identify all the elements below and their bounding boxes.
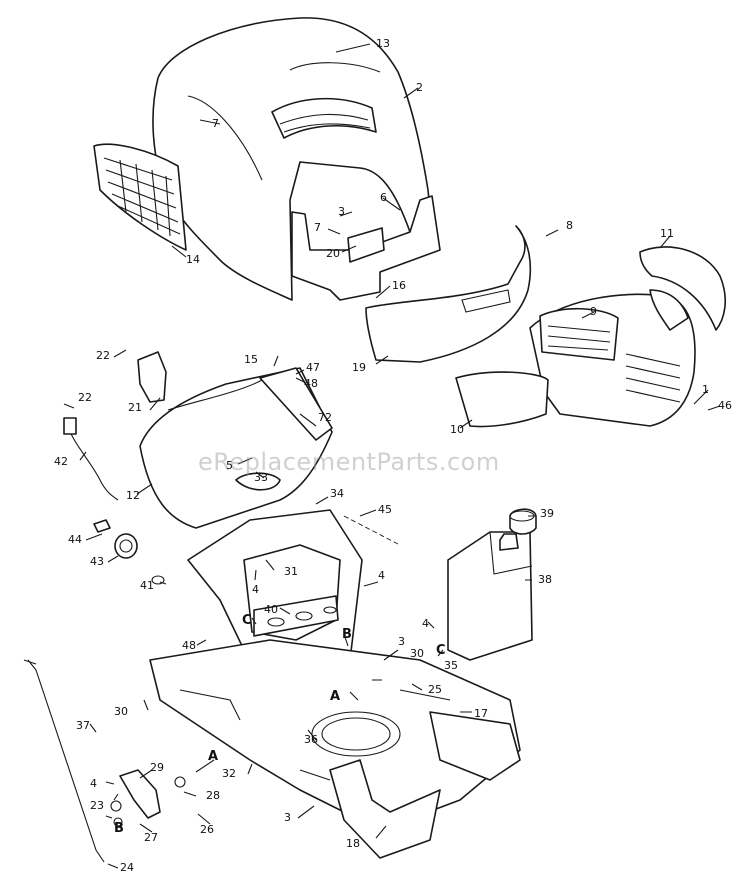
- callout-b2: B: [114, 821, 124, 836]
- callout-4d: 4: [90, 777, 97, 790]
- callout-a2: A: [208, 749, 219, 764]
- callout-42: 42: [54, 455, 68, 468]
- callout-3b: 3: [398, 635, 405, 648]
- callout-13: 13: [376, 37, 390, 50]
- callout-21: 21: [128, 401, 142, 414]
- rod-45: [343, 515, 399, 545]
- dash-panel: [139, 367, 333, 529]
- callout-c: C: [242, 613, 252, 628]
- callout-7: 7: [212, 117, 219, 130]
- callout-26: 26: [200, 823, 214, 836]
- callout-35: 35: [444, 659, 458, 672]
- callout-31: 31: [284, 565, 298, 578]
- callout-b: B: [342, 627, 352, 642]
- callout-33: 33: [254, 471, 268, 484]
- callout-17: 17: [474, 707, 488, 720]
- callout-7b: 7: [314, 221, 321, 234]
- callout-40: 40: [264, 603, 278, 616]
- callout-8: 8: [566, 219, 573, 232]
- callout-1: 1: [702, 383, 709, 396]
- fuel-tank: [447, 508, 537, 661]
- callout-10: 10: [450, 423, 464, 436]
- callout-38: 38: [538, 573, 552, 586]
- hood-bracket: [291, 195, 441, 301]
- callout-c2: C: [436, 643, 446, 658]
- callout-4: 4: [252, 583, 259, 596]
- callout-4b: 4: [378, 569, 385, 582]
- nose-cone: [529, 246, 727, 427]
- callout-24: 24: [120, 861, 134, 874]
- callout-47: 47: [306, 361, 320, 374]
- front-bumper: [365, 225, 532, 363]
- callout-46: 46: [718, 399, 732, 412]
- lower-panel: [455, 371, 549, 428]
- callout-11: 11: [660, 227, 674, 240]
- callout-6: 6: [380, 191, 387, 204]
- lower-bracket: [110, 769, 186, 827]
- callout-a: A: [330, 689, 341, 704]
- callout-9: 9: [590, 305, 597, 318]
- callout-3: 3: [338, 205, 345, 218]
- callout-30: 30: [410, 647, 424, 660]
- control-rod: [23, 659, 105, 863]
- callout-28: 28: [206, 789, 220, 802]
- callout-39: 39: [540, 507, 554, 520]
- callout-48b: 48: [182, 639, 196, 652]
- callout-5: 5: [226, 459, 233, 472]
- callout-45: 45: [378, 503, 392, 516]
- chassis: [149, 639, 521, 859]
- callout-3c: 3: [284, 811, 291, 824]
- callout-20: 20: [326, 247, 340, 260]
- callout-34: 34: [330, 487, 344, 500]
- callout-14: 14: [186, 253, 200, 266]
- callout-25: 25: [428, 683, 442, 696]
- callout-12: 12: [126, 489, 140, 502]
- ignition-parts: [63, 351, 167, 585]
- callout-72: 72: [318, 411, 332, 424]
- callout-43: 43: [90, 555, 104, 568]
- callout-32: 32: [222, 767, 236, 780]
- leader-lines: [63, 43, 721, 869]
- callout-19: 19: [352, 361, 366, 374]
- callout-16: 16: [392, 279, 406, 292]
- callout-48: 48: [304, 377, 318, 390]
- callout-44: 44: [68, 533, 82, 546]
- side-grille: [93, 143, 187, 251]
- callout-37: 37: [76, 719, 90, 732]
- callout-22: 22: [96, 349, 110, 362]
- callout-4c: 4: [422, 617, 429, 630]
- callout-2: 2: [416, 81, 423, 94]
- callout-41: 41: [140, 579, 154, 592]
- callout-18: 18: [346, 837, 360, 850]
- callout-36: 36: [304, 733, 318, 746]
- callout-29: 29: [150, 761, 164, 774]
- callout-22b: 22: [78, 391, 92, 404]
- callout-30b: 30: [114, 705, 128, 718]
- callout-23: 23: [90, 799, 104, 812]
- callout-15: 15: [244, 353, 258, 366]
- callout-27: 27: [144, 831, 158, 844]
